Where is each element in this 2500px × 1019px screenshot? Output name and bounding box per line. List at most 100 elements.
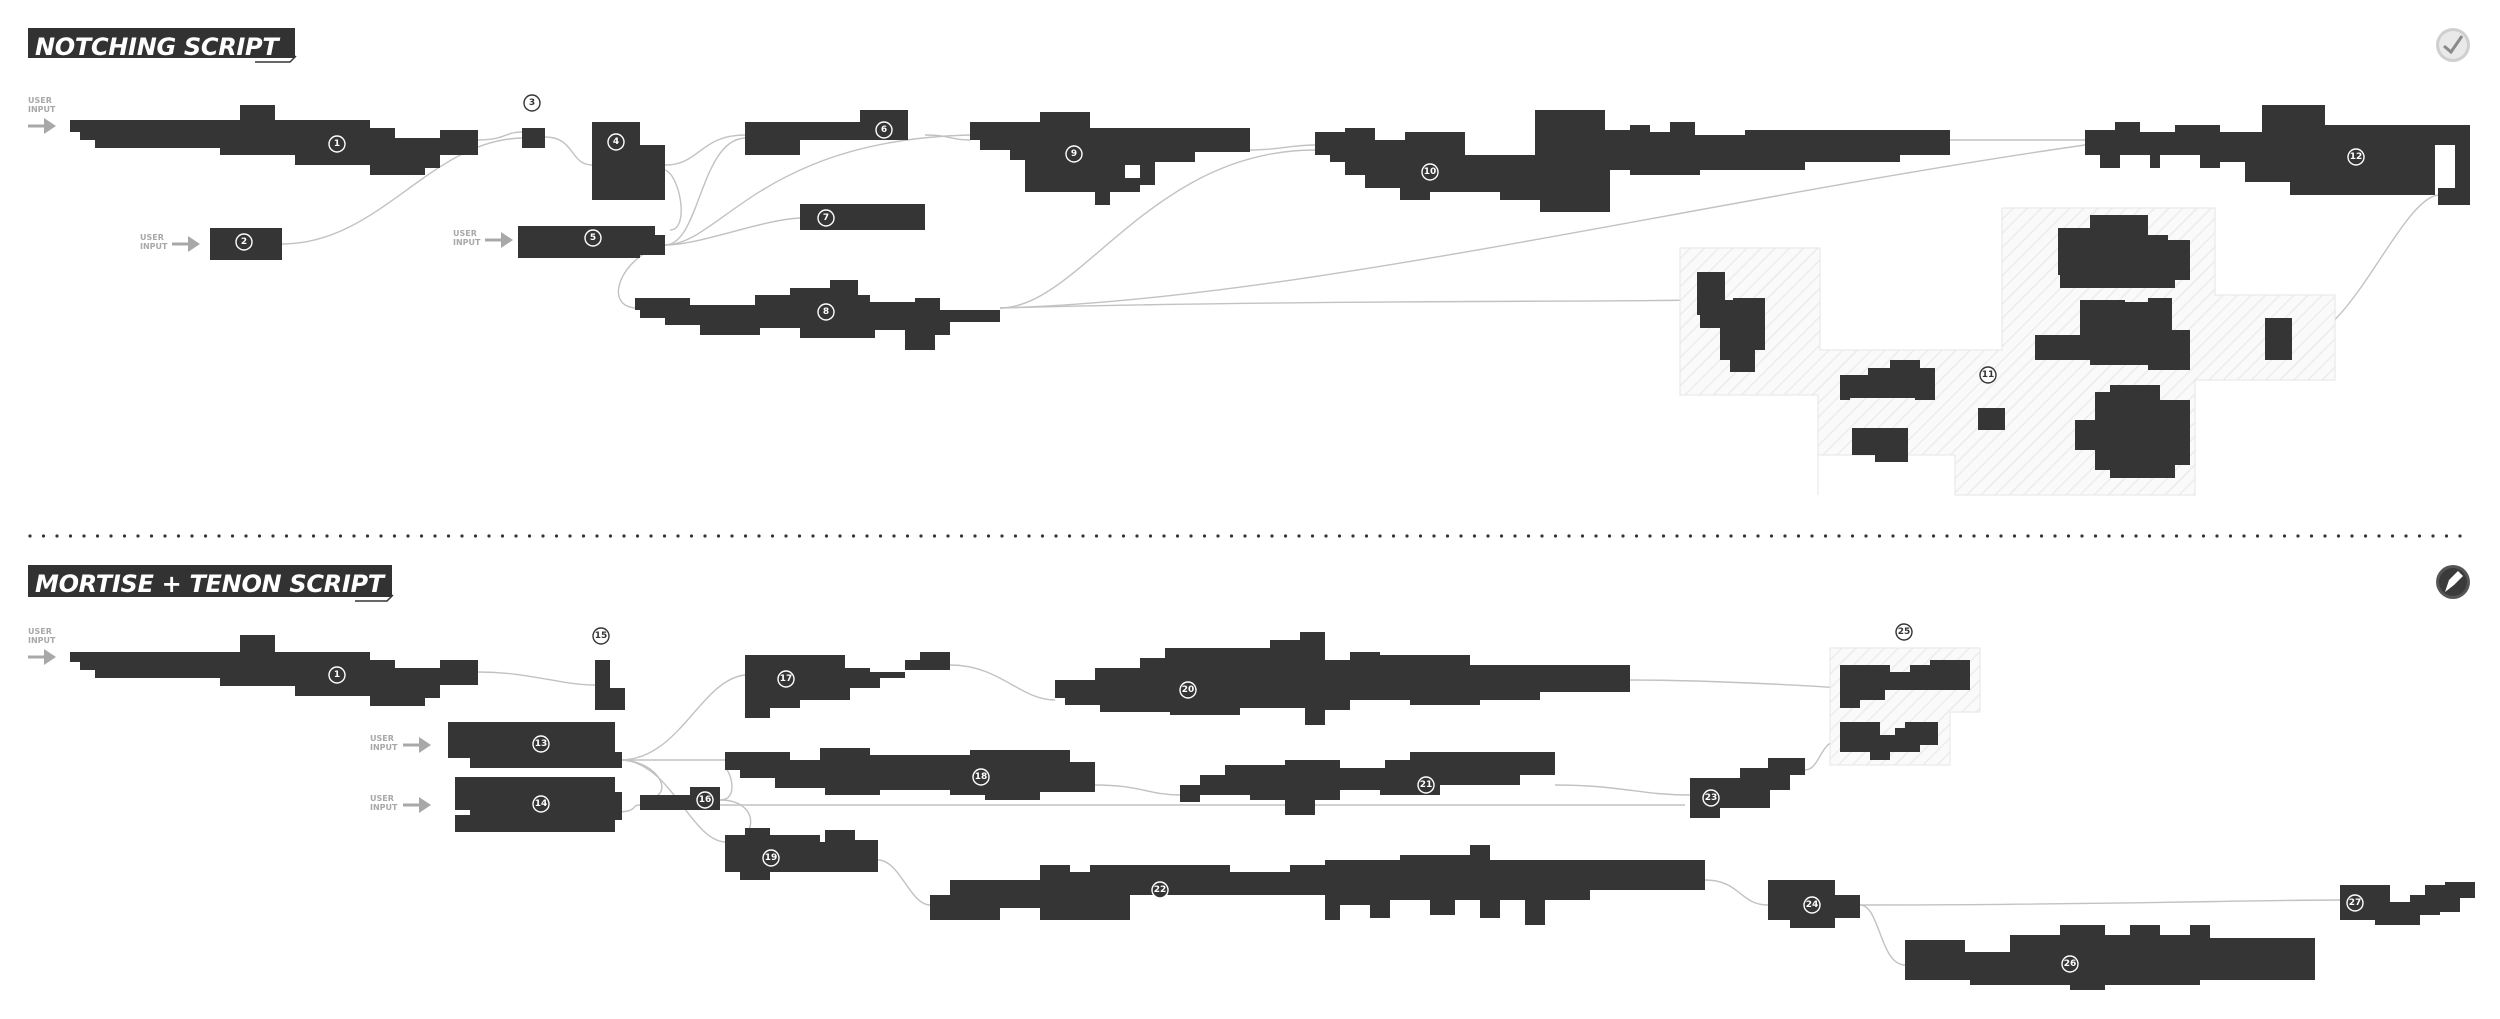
separator-dot <box>1445 534 1450 538</box>
svg-text:5: 5 <box>590 233 596 243</box>
separator-dot <box>2336 534 2341 538</box>
separator-dot <box>1162 534 1166 538</box>
user-input-5: USER INPUT <box>453 229 513 248</box>
svg-text:INPUT: INPUT <box>370 803 398 812</box>
separator-dot <box>1513 534 1517 538</box>
svg-text:1: 1 <box>334 670 340 680</box>
separator-dot <box>1459 534 1463 538</box>
separator-dot <box>851 534 856 538</box>
separator-dot <box>568 534 572 538</box>
separator-dot <box>2053 534 2057 538</box>
section-separator <box>28 534 2462 538</box>
m-node-26-block[interactable] <box>1905 925 2315 990</box>
separator-dot <box>1688 534 1693 538</box>
node-6-block[interactable] <box>745 110 908 155</box>
m-node-22-block[interactable] <box>930 845 1705 925</box>
separator-dot <box>527 534 532 538</box>
svg-text:7: 7 <box>823 213 829 223</box>
separator-dot <box>635 534 640 538</box>
separator-dot <box>1648 534 1652 538</box>
node-4-block[interactable] <box>592 122 665 200</box>
svg-text:20: 20 <box>1182 685 1195 695</box>
separator-dot <box>2161 534 2165 538</box>
separator-dot <box>743 534 748 538</box>
node-11-group[interactable] <box>1679 207 2336 496</box>
svg-text:USER: USER <box>28 96 52 105</box>
separator-dot <box>1243 534 1247 538</box>
node-10-block[interactable] <box>1315 110 1950 212</box>
separator-dot <box>487 534 491 538</box>
separator-dot <box>433 534 437 538</box>
separator-dot <box>1013 534 1018 538</box>
separator-dot <box>2296 534 2300 538</box>
m-node-17-block[interactable] <box>745 652 950 718</box>
separator-dot <box>136 534 140 538</box>
separator-dot <box>554 534 559 538</box>
node-12-block[interactable] <box>2085 105 2470 205</box>
separator-dot <box>1715 534 1720 538</box>
separator-dot <box>892 534 896 538</box>
separator-dot <box>1945 534 1949 538</box>
separator-dot <box>95 534 100 538</box>
separator-dot <box>203 534 208 538</box>
m-node-23-block[interactable] <box>1690 758 1805 818</box>
m-node-19-block[interactable] <box>725 828 878 880</box>
separator-dot <box>419 534 424 538</box>
separator-dot <box>905 534 910 538</box>
mortise-title-tab: MORTISE + TENON SCRIPT <box>28 565 394 602</box>
separator-dot <box>2255 534 2260 538</box>
separator-dot <box>1621 534 1625 538</box>
node-3-block[interactable] <box>522 128 545 148</box>
separator-dot <box>757 534 761 538</box>
user-input-13: USER INPUT <box>370 734 431 753</box>
separator-dot <box>2012 534 2017 538</box>
m-node-27-block[interactable] <box>2340 882 2475 925</box>
separator-dot <box>986 534 991 538</box>
svg-text:24: 24 <box>1806 900 1819 910</box>
m-node-20-block[interactable] <box>1055 632 1630 725</box>
svg-text:3: 3 <box>529 98 535 108</box>
separator-dot <box>703 534 707 538</box>
separator-dot <box>2309 534 2314 538</box>
separator-dot <box>338 534 343 538</box>
separator-dot <box>2174 534 2179 538</box>
separator-dot <box>1553 534 1558 538</box>
separator-dot <box>271 534 275 538</box>
node-1-block[interactable] <box>70 105 478 175</box>
svg-text:23: 23 <box>1705 793 1718 803</box>
m-node-25-group[interactable] <box>1829 647 1981 766</box>
separator-dot <box>500 534 505 538</box>
m-node-1-block[interactable] <box>70 635 478 706</box>
separator-dot <box>2039 534 2044 538</box>
node-8-block[interactable] <box>635 280 1000 350</box>
svg-text:10: 10 <box>1424 167 1437 177</box>
separator-dot <box>1999 534 2003 538</box>
svg-text:21: 21 <box>1420 780 1433 790</box>
separator-dot <box>2323 534 2327 538</box>
separator-dot <box>122 534 127 538</box>
separator-dot <box>1985 534 1990 538</box>
separator-dot <box>1324 534 1328 538</box>
separator-dot <box>2444 534 2449 538</box>
m-node-15-block[interactable] <box>595 660 625 710</box>
separator-dot <box>932 534 937 538</box>
separator-dot <box>581 534 586 538</box>
separator-dot <box>55 534 59 538</box>
separator-dot <box>1175 534 1180 538</box>
separator-dot <box>784 534 788 538</box>
separator-dot <box>325 534 329 538</box>
node-9-block[interactable] <box>970 112 1250 205</box>
separator-dot <box>541 534 545 538</box>
separator-dot <box>1189 534 1193 538</box>
separator-dot <box>2431 534 2435 538</box>
svg-text:USER: USER <box>28 627 52 636</box>
separator-dot <box>1702 534 1706 538</box>
svg-text:13: 13 <box>535 739 548 749</box>
separator-dot <box>1405 534 1409 538</box>
m-node-21-block[interactable] <box>1180 752 1555 815</box>
separator-dot <box>1526 534 1531 538</box>
user-input-2: USER INPUT <box>140 233 200 252</box>
user-input-1: USER INPUT <box>28 96 56 134</box>
separator-dot <box>82 534 86 538</box>
m-node-18-block[interactable] <box>725 748 1095 800</box>
